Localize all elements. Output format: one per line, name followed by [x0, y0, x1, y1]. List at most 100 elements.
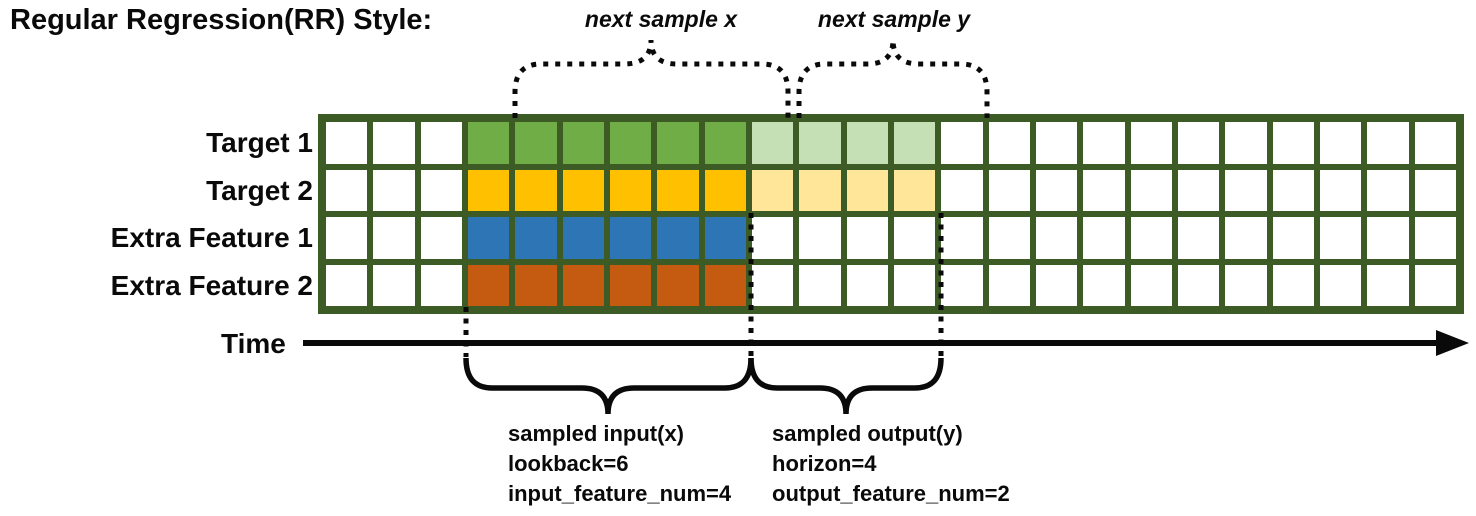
grid-cell [1319, 217, 1362, 259]
grid-cell [1272, 169, 1314, 211]
grid-cell [1035, 264, 1078, 306]
grid-cell [1367, 122, 1409, 164]
grid-cell [1083, 264, 1125, 306]
grid-cell [1414, 264, 1456, 306]
sampled-output-note: sampled output(y) horizon=4 output_featu… [772, 419, 1010, 509]
grid-cell [326, 217, 368, 259]
grid-cell [704, 122, 746, 164]
input-feature-num-value: input_feature_num=4 [508, 481, 732, 506]
grid-cell [1272, 122, 1314, 164]
grid-cell [1083, 169, 1125, 211]
grid-cell [1130, 217, 1172, 259]
grid-cell [373, 217, 415, 259]
sampled-input-brace [463, 357, 754, 415]
grid-cell [1225, 217, 1267, 259]
grid-cell [1414, 169, 1456, 211]
grid-cell [1319, 122, 1362, 164]
next-sample-x-brace [512, 39, 791, 118]
grid-cell [326, 122, 368, 164]
grid-cell [373, 169, 415, 211]
sampled-input-title: sampled input(x) [508, 421, 685, 446]
next-sample-y-label: next sample y [817, 6, 971, 32]
grid-cell [846, 217, 888, 259]
grid-cell [941, 169, 983, 211]
grid-cell [799, 169, 841, 211]
grid-cell [799, 217, 841, 259]
grid-cell [893, 169, 936, 211]
grid-cell [1414, 122, 1456, 164]
grid-cell [1130, 264, 1172, 306]
grid-cell [751, 264, 794, 306]
grid-cell [420, 264, 462, 306]
row-label-extra-feature-1: Extra Feature 1 [110, 222, 313, 253]
grid-cell [609, 264, 652, 306]
grid-cell [893, 122, 936, 164]
grid-cell [988, 122, 1030, 164]
grid-cell [1319, 264, 1362, 306]
grid-cell [467, 264, 510, 306]
grid-cell [1130, 169, 1172, 211]
sampled-input-note: sampled input(x) lookback=6 input_featur… [508, 419, 731, 509]
grid-cell [1272, 217, 1314, 259]
grid-cell [467, 122, 510, 164]
grid-cell [562, 122, 604, 164]
grid-cell [1035, 169, 1078, 211]
grid-cell [657, 169, 699, 211]
grid-cell [420, 169, 462, 211]
grid-cell [1177, 169, 1220, 211]
next-sample-y-brace [796, 39, 990, 118]
grid-cell [373, 264, 415, 306]
grid-cell [1177, 217, 1220, 259]
grid-cell [988, 217, 1030, 259]
grid-cell [373, 122, 415, 164]
grid-cell [467, 169, 510, 211]
lookback-value: lookback=6 [508, 451, 629, 476]
grid-cell [893, 264, 936, 306]
grid-cell [420, 122, 462, 164]
grid-cell [1319, 169, 1362, 211]
grid-cell [941, 217, 983, 259]
grid-cell [515, 217, 557, 259]
grid-cell [988, 264, 1030, 306]
sampled-output-brace [748, 357, 944, 415]
grid-cell [326, 264, 368, 306]
grid-cell [515, 122, 557, 164]
grid-cell [751, 122, 794, 164]
grid-cell [609, 169, 652, 211]
grid-cell [1177, 264, 1220, 306]
grid-cell [609, 217, 652, 259]
grid-cell [1177, 122, 1220, 164]
grid-cell [467, 217, 510, 259]
grid-cell [799, 122, 841, 164]
grid-cell [657, 122, 699, 164]
horizon-value: horizon=4 [772, 451, 877, 476]
grid-cell [1083, 122, 1125, 164]
grid-cell [1414, 217, 1456, 259]
grid-cell [846, 169, 888, 211]
grid-cell [1367, 217, 1409, 259]
grid-cell [893, 217, 936, 259]
grid-cell [326, 169, 368, 211]
next-sample-x-label: next sample x [584, 6, 738, 32]
sampled-output-title: sampled output(y) [772, 421, 963, 446]
grid-cell [609, 122, 652, 164]
output-feature-num-value: output_feature_num=2 [772, 481, 1010, 506]
grid-cell [562, 217, 604, 259]
row-label-extra-feature-2: Extra Feature 2 [110, 270, 313, 301]
grid-cell [846, 122, 888, 164]
grid-cell [657, 264, 699, 306]
grid-cell [1225, 264, 1267, 306]
grid-cell [941, 122, 983, 164]
grid-cell [562, 169, 604, 211]
grid-cell [515, 264, 557, 306]
grid-cell [846, 264, 888, 306]
grid-cell [1225, 122, 1267, 164]
row-label-target-2: Target 2 [206, 175, 313, 206]
grid-cell [1225, 169, 1267, 211]
grid-cell [1035, 217, 1078, 259]
diagram-title: Regular Regression(RR) Style: [10, 4, 433, 36]
grid-cell [799, 264, 841, 306]
grid-cell [988, 169, 1030, 211]
grid-cell [1083, 217, 1125, 259]
